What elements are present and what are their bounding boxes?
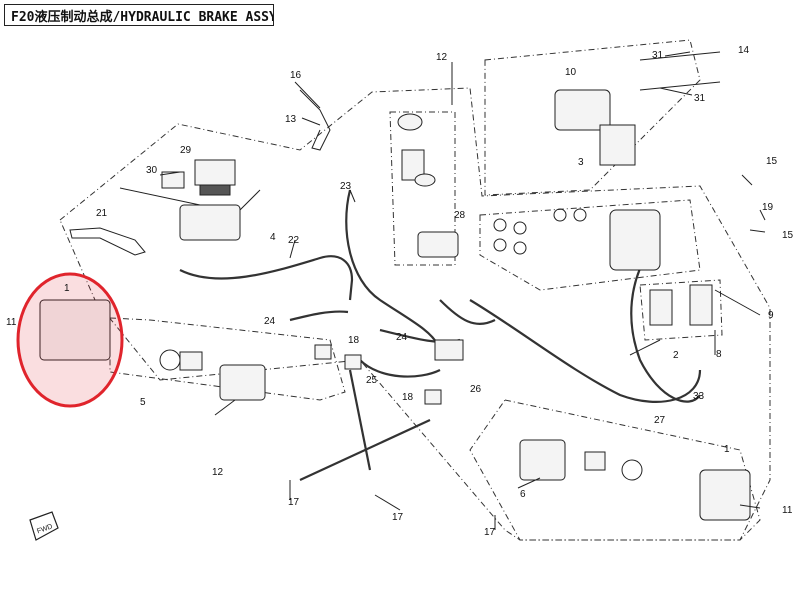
- rear-caliper-bracket: [39, 299, 111, 361]
- bracket-13: [299, 89, 331, 151]
- brake-lever: [69, 227, 146, 256]
- part-labels: 1 1 2 3 4 5 6 8 9 10 11 11 12 12 13 14 1…: [6, 45, 794, 538]
- label-11-front: 11: [782, 505, 793, 516]
- hose-9: [630, 249, 701, 403]
- label-26: 26: [470, 384, 482, 395]
- hose-25: [359, 359, 441, 378]
- reservoir-cover-plate: [161, 171, 185, 189]
- label-8: 8: [716, 349, 722, 360]
- tandem-master-cylinder: [417, 231, 459, 258]
- label-33: 33: [693, 391, 705, 402]
- label-3: 3: [578, 157, 584, 168]
- label-30: 30: [146, 165, 158, 176]
- handbrake-outline: [484, 39, 701, 196]
- hose-27: [469, 299, 702, 403]
- label-14: 14: [738, 45, 750, 56]
- label-16: 16: [290, 70, 302, 81]
- hose-17b: [348, 369, 372, 471]
- fwd-arrow-icon: FWD: [29, 511, 59, 541]
- label-28: 28: [454, 210, 466, 221]
- reservoir-cap-28: [397, 113, 423, 131]
- label-21: 21: [96, 208, 108, 219]
- front-caliper-body: [519, 439, 566, 481]
- label-1-front: 1: [724, 444, 730, 455]
- label-12-top: 12: [436, 52, 448, 63]
- tee-fitting-18: [344, 354, 362, 370]
- label-5: 5: [140, 397, 146, 408]
- label-24b: 24: [396, 332, 408, 343]
- label-1-rear: 1: [64, 283, 70, 294]
- screw-lines: [119, 187, 201, 206]
- label-22: 22: [288, 235, 300, 246]
- rear-caliper-outline: [109, 317, 346, 401]
- label-18b: 18: [402, 392, 414, 403]
- label-15-bot: 15: [782, 230, 794, 241]
- reservoir-cap: [194, 159, 236, 186]
- handbrake-caliper: [554, 89, 611, 131]
- label-2: 2: [673, 350, 679, 361]
- label-29: 29: [180, 145, 192, 156]
- reservoir-body-28: [401, 149, 425, 181]
- label-15-top: 15: [766, 156, 778, 167]
- label-27: 27: [654, 415, 666, 426]
- front-caliper-outline: [469, 399, 761, 541]
- pad-kit-outline: [479, 199, 701, 291]
- reservoir-gasket: [199, 184, 231, 196]
- label-6: 6: [520, 489, 526, 500]
- label-11-rear: 11: [6, 317, 17, 328]
- label-13: 13: [285, 114, 297, 125]
- tee-fitting-18b: [424, 389, 442, 405]
- distribution-block: [434, 339, 464, 361]
- handbrake-lever: [599, 124, 636, 166]
- label-18a: 18: [348, 335, 360, 346]
- master-cylinder-body: [179, 204, 241, 241]
- brake-pad-8: [689, 284, 713, 326]
- brake-pad-2: [649, 289, 673, 326]
- label-10: 10: [565, 67, 577, 78]
- label-19: 19: [762, 202, 774, 213]
- label-12-mid: 12: [212, 467, 224, 478]
- hose-22: [179, 255, 354, 301]
- diagram-title: F20液压制动总成/HYDRAULIC BRAKE ASSY: [4, 4, 274, 26]
- label-17c: 17: [484, 527, 496, 538]
- label-23: 23: [340, 181, 352, 192]
- label-17b: 17: [392, 512, 404, 523]
- label-4: 4: [270, 232, 276, 243]
- leader-lines: [159, 51, 766, 530]
- rear-caliper-body: [219, 364, 266, 401]
- reservoir-outline: [389, 111, 456, 266]
- hose-23: [345, 189, 439, 346]
- label-17a: 17: [288, 497, 300, 508]
- label-9: 9: [768, 310, 774, 321]
- label-31-bot: 31: [694, 93, 706, 104]
- highlight-circle: [16, 272, 124, 408]
- front-caliper-pads: [699, 469, 751, 521]
- label-31-top: 31: [652, 50, 664, 61]
- pad-box-outline: [639, 279, 723, 341]
- pad-kit-body: [609, 209, 661, 271]
- label-25: 25: [366, 375, 378, 386]
- hose-24a: [289, 310, 349, 322]
- hose-front: [439, 299, 496, 325]
- label-24a: 24: [264, 316, 276, 327]
